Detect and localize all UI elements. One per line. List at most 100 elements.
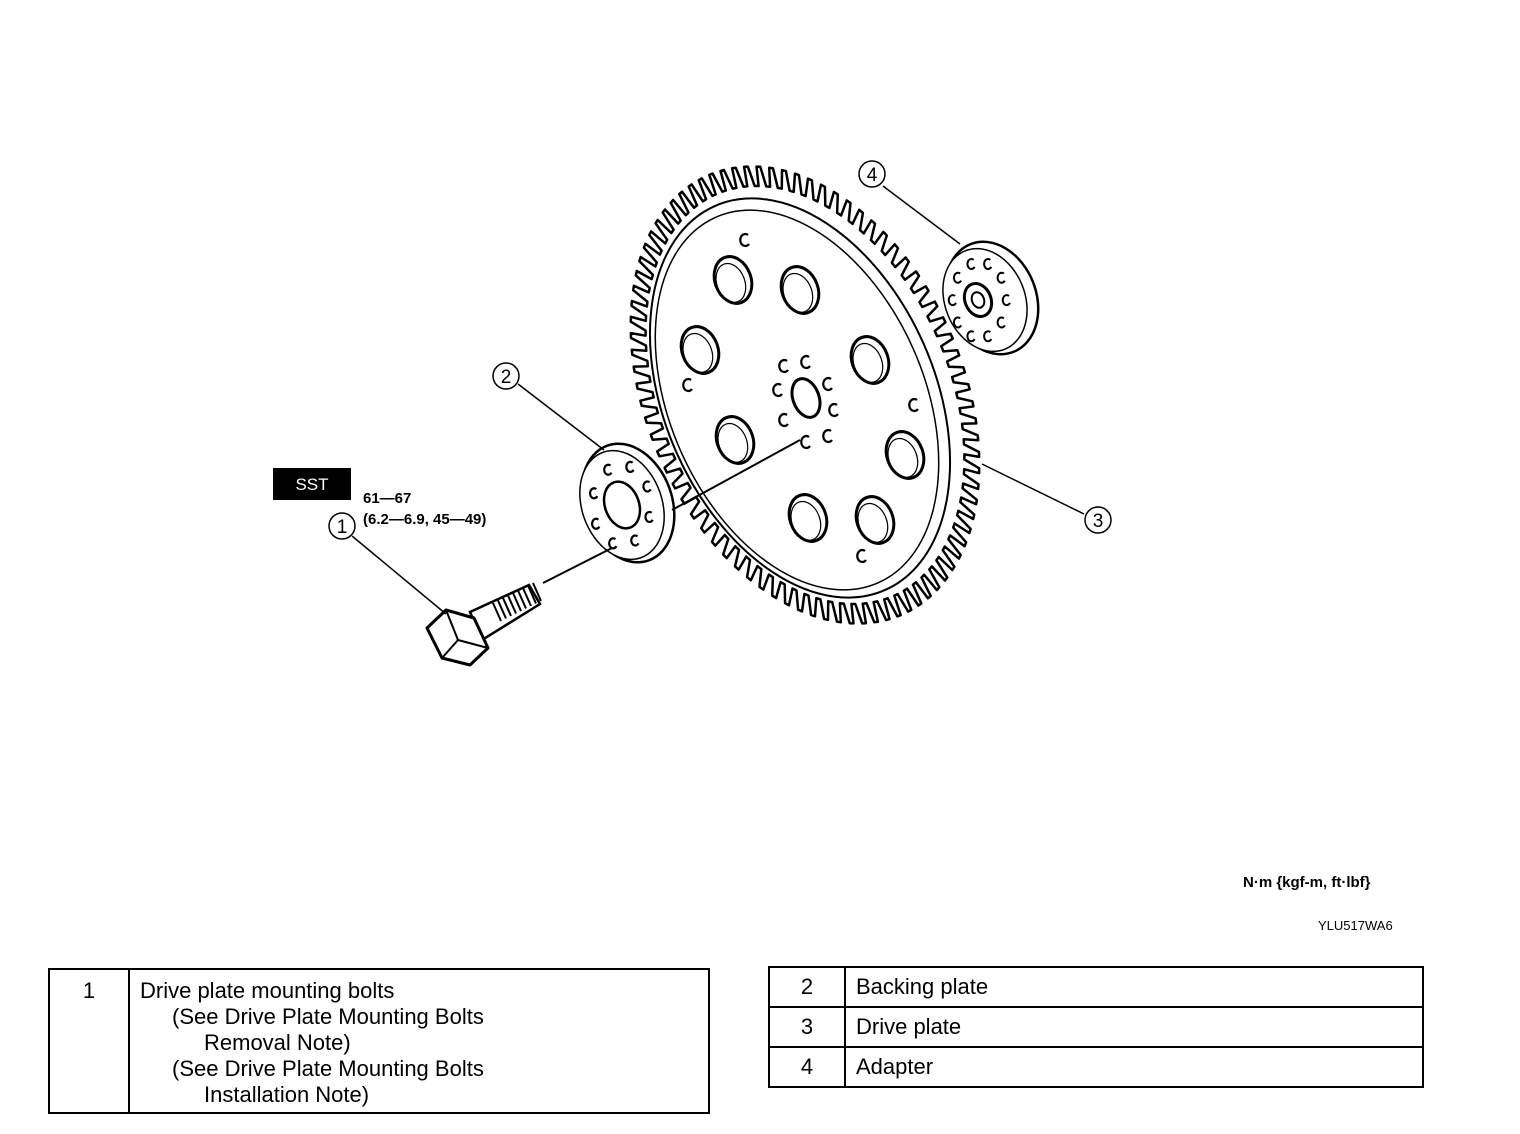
bolt-hole	[856, 548, 867, 564]
alignment-line-bolt-to-backing	[542, 547, 613, 584]
adapter-hole	[996, 271, 1006, 284]
callout-1: 1	[328, 512, 356, 540]
lightening-hole	[679, 325, 721, 375]
bolt-hole	[772, 382, 783, 398]
thread-line	[522, 587, 532, 607]
adapter-hole	[947, 294, 957, 307]
legend-table-left: 1 Drive plate mounting bolts (See Drive …	[48, 968, 710, 1114]
legend-note: (See Drive Plate Mounting Bolts	[172, 1056, 484, 1081]
backing-hole	[590, 517, 601, 530]
drive-plate-small-holes	[682, 232, 919, 564]
lightening-hole	[854, 495, 896, 545]
thread-line	[502, 597, 512, 617]
figure-code: YLU517WA6	[1318, 918, 1393, 933]
adapter-hole	[996, 316, 1006, 329]
bolt-hole	[778, 412, 789, 428]
svg-text:4: 4	[867, 165, 878, 186]
leader-line-2	[517, 383, 605, 451]
bolt-hole	[908, 397, 919, 413]
legend-name: Drive plate	[844, 1006, 1424, 1048]
backing-hole	[625, 460, 635, 473]
lightening-hole	[779, 265, 821, 315]
thread-line	[532, 582, 542, 602]
thread-line	[507, 595, 517, 614]
legend-table-right: 2 Backing plate 3 Drive plate 4 Adapter	[768, 966, 1424, 1088]
adapter-center-hub	[962, 282, 994, 318]
adapter-hole	[1001, 294, 1011, 307]
backing-hole	[644, 510, 654, 523]
adapter-hole	[966, 258, 976, 270]
svg-text:2: 2	[501, 367, 512, 388]
lightening-hole-edge	[790, 500, 822, 541]
backing-hole	[630, 534, 640, 547]
backing-hole	[608, 537, 618, 550]
legend-number: 1	[48, 968, 130, 1114]
leader-line-4	[882, 185, 961, 245]
thread-line	[497, 600, 507, 619]
drive-plate	[629, 165, 981, 625]
sst-badge	[273, 468, 351, 500]
adapter-hole	[983, 258, 993, 270]
callout-4: 4	[858, 160, 886, 188]
legend-row-3: 3 Drive plate	[768, 1006, 1424, 1048]
lightening-hole-edge	[887, 437, 919, 478]
legend-number: 4	[768, 1046, 846, 1088]
thread-line	[492, 602, 502, 622]
lightening-hole-edge	[782, 272, 814, 313]
backing-hole	[603, 463, 613, 476]
adapter-bolt-holes	[947, 258, 1011, 343]
adapter-center-hole	[970, 291, 986, 309]
bolt-hole	[822, 376, 833, 392]
mounting-bolt	[425, 582, 542, 667]
bolt-hole	[822, 428, 833, 444]
bolt-hole	[828, 402, 839, 418]
legend-row-2: 2 Backing plate	[768, 966, 1424, 1008]
lightening-hole-edge	[852, 342, 884, 383]
bolt-hole	[739, 232, 750, 248]
legend-number: 3	[768, 1006, 846, 1048]
bolt-head-edge	[441, 639, 459, 659]
torque-value: 61—67	[363, 490, 411, 507]
torque-value-alt-units: (6.2—6.9, 45—49)	[363, 511, 486, 528]
legend-row-1: 1 Drive plate mounting bolts (See Drive …	[48, 968, 710, 1114]
adapter-hole	[983, 330, 993, 343]
bolt-hole	[682, 377, 693, 393]
drive-plate-face	[654, 209, 940, 591]
backing-plate-bolt-holes	[588, 460, 654, 550]
sst-label: SST	[295, 475, 328, 494]
bolt-threads	[492, 582, 542, 622]
legend-description: Drive plate mounting bolts (See Drive Pl…	[128, 968, 710, 1114]
drive-plate-large-holes	[679, 255, 926, 545]
bolt-hole	[800, 354, 811, 370]
legend-number: 2	[768, 966, 846, 1008]
drive-plate-inner-rim	[648, 197, 952, 599]
thread-line	[512, 592, 522, 612]
bolt-head-edge	[457, 639, 489, 649]
adapter-hole	[952, 271, 963, 284]
lightening-hole	[787, 493, 829, 543]
lightening-hole-edge	[715, 262, 747, 303]
lightening-hole	[849, 335, 891, 385]
legend-note: Removal Note)	[204, 1030, 351, 1055]
bolt-hole	[800, 434, 811, 450]
svg-text:3: 3	[1093, 511, 1104, 532]
adapter	[942, 240, 1040, 356]
lightening-hole	[884, 430, 926, 480]
backing-hole	[588, 487, 599, 500]
callout-3: 3	[1084, 506, 1112, 534]
thread-line	[527, 585, 537, 604]
backing-plate	[579, 442, 676, 564]
legend-name: Drive plate mounting bolts	[140, 978, 395, 1003]
adapter-hole	[952, 316, 963, 329]
leader-line-1	[351, 535, 447, 615]
torque-units-note: N·m {kgf-m, ft·lbf}	[1243, 874, 1371, 891]
lightening-hole	[714, 415, 756, 465]
lightening-hole-edge	[717, 422, 749, 463]
exploded-view-diagram: 1 2 3 4 SST 61—67 (6.2—6.9, 45—49)	[273, 160, 1112, 667]
thread-line	[517, 590, 527, 609]
bolt-hole	[778, 358, 789, 374]
adapter-hole	[966, 330, 976, 343]
legend-row-4: 4 Adapter	[768, 1046, 1424, 1088]
callout-2: 2	[492, 362, 520, 390]
lightening-hole-edge	[857, 502, 889, 543]
